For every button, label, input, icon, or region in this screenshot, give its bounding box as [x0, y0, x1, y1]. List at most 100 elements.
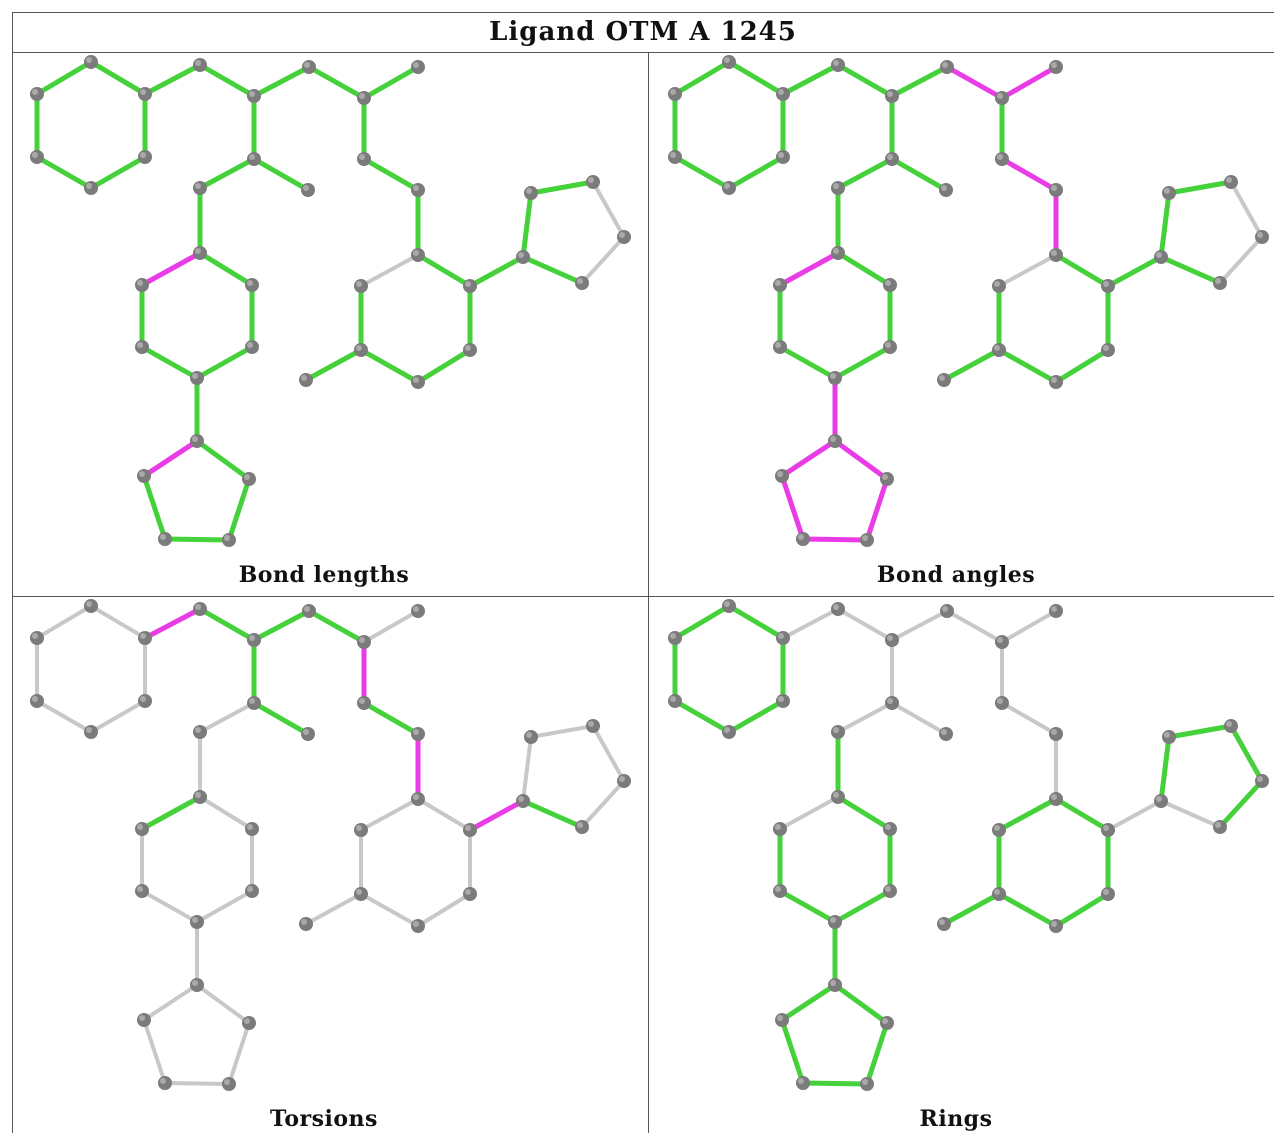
atom [828, 915, 842, 929]
atom [883, 278, 897, 292]
atom [828, 371, 842, 385]
atom [245, 822, 259, 836]
atom [135, 340, 149, 354]
atom [575, 276, 589, 290]
bond-unassessed [195, 983, 251, 1025]
atom [1213, 820, 1227, 834]
atom [30, 631, 44, 645]
atom [1049, 183, 1063, 197]
bond-ok [1053, 252, 1111, 289]
bond-outlier [141, 438, 200, 479]
atom [242, 472, 256, 486]
bond-ok [835, 794, 893, 832]
atom [668, 631, 682, 645]
bond-ok [941, 891, 1002, 927]
atom [939, 727, 953, 741]
panel-caption: Bond angles [876, 562, 1036, 588]
bond-unassessed [359, 892, 420, 928]
bond-unassessed [1000, 609, 1058, 644]
bond-unassessed [945, 609, 1004, 644]
bond-unassessed [591, 724, 626, 783]
atom [722, 599, 736, 613]
atom [222, 1077, 236, 1091]
bond-unassessed [142, 1018, 167, 1085]
atom [411, 60, 425, 74]
bond-unassessed [1229, 180, 1264, 239]
bond-ok [726, 603, 786, 641]
bond-unassessed [89, 699, 147, 734]
atom [301, 727, 315, 741]
bond-ok [779, 982, 838, 1023]
atom [1101, 279, 1115, 293]
atom [245, 884, 259, 898]
atom [411, 183, 425, 197]
atom [190, 434, 204, 448]
atom [831, 181, 845, 195]
atom [992, 887, 1006, 901]
bond-unassessed [359, 797, 420, 832]
atom [831, 725, 845, 739]
atom [84, 599, 98, 613]
atom [1049, 727, 1063, 741]
bond-unassessed [198, 795, 254, 831]
atom [995, 91, 1009, 105]
bond-unassessed [1106, 799, 1163, 832]
bond-outlier [999, 156, 1059, 193]
bond-ok [141, 473, 168, 542]
atom [463, 279, 477, 293]
atom [516, 250, 530, 264]
bond-ok [832, 888, 893, 925]
bond-unassessed [304, 892, 363, 926]
bond-outlier [139, 250, 203, 288]
bond-ok [306, 64, 367, 101]
atom [193, 725, 207, 739]
atom [84, 725, 98, 739]
atom [411, 375, 425, 389]
atom [354, 279, 368, 293]
bond-ok [361, 64, 421, 101]
bond-ok [996, 796, 1059, 833]
panel-caption: Torsions [270, 1106, 378, 1132]
atom [995, 152, 1009, 166]
atom [411, 248, 425, 262]
atom [776, 87, 790, 101]
bond-ok [996, 891, 1059, 929]
bond-ok [251, 64, 312, 99]
bond-outlier [944, 64, 1005, 101]
bond-unassessed [580, 235, 626, 285]
atom [30, 694, 44, 708]
atom [411, 727, 425, 741]
bond-ok [139, 794, 203, 832]
bond-outlier [800, 536, 870, 543]
column-divider [648, 52, 649, 1133]
atom [885, 89, 899, 103]
bond-outlier [142, 606, 203, 641]
bond-unassessed [591, 180, 626, 239]
atom [885, 152, 899, 166]
atom [354, 887, 368, 901]
bond-ok [864, 1020, 890, 1087]
bond-ok [415, 347, 473, 385]
atom [1213, 276, 1227, 290]
bond-ok [832, 982, 890, 1026]
bond-outlier [779, 473, 806, 542]
atom [137, 469, 151, 483]
bond-unassessed [997, 253, 1058, 288]
bond-unassessed [836, 701, 894, 734]
bond-ok [251, 608, 312, 643]
atom [524, 186, 538, 200]
atom [247, 696, 261, 710]
atom [135, 884, 149, 898]
atom [940, 60, 954, 74]
atom [831, 790, 845, 804]
atom [193, 181, 207, 195]
atom [883, 884, 897, 898]
bond-unassessed [198, 701, 256, 734]
atom [193, 58, 207, 72]
bond-unassessed [1000, 701, 1058, 736]
bond-ok [520, 798, 585, 830]
molecule-diagram [668, 55, 1269, 547]
atom [722, 55, 736, 69]
bond-ok [306, 608, 367, 645]
bond-ok [194, 344, 255, 381]
